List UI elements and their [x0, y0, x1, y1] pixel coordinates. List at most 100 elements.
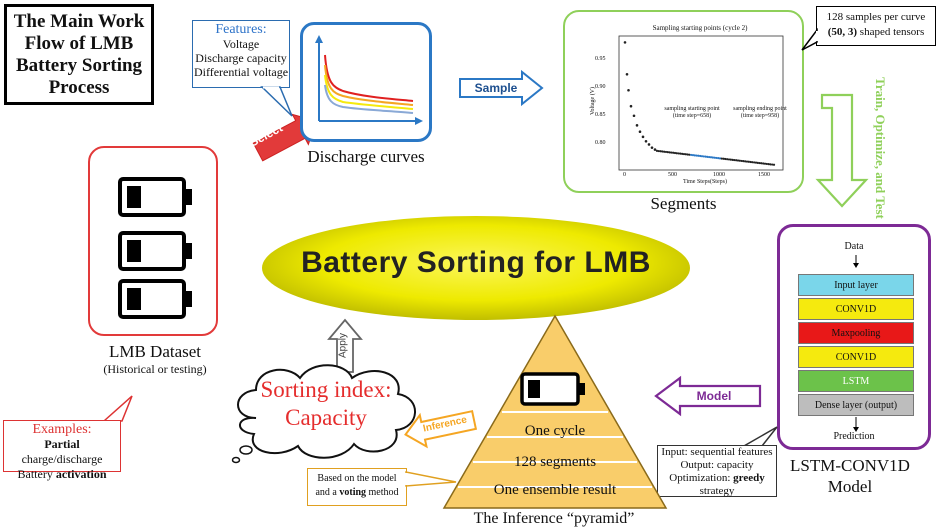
segment-point [708, 155, 711, 159]
samples-callout: 128 samples per curve (50, 3) shaped ten… [816, 6, 936, 46]
examples-callout: Examples: Partial charge/discharge Batte… [3, 420, 121, 481]
input-output-callout: Input: sequential features Output: capac… [657, 445, 777, 497]
segment-point [722, 157, 725, 160]
voting-and-a: and a [315, 487, 340, 498]
segment-point [691, 154, 695, 157]
feature-item: Discharge capacity [195, 51, 287, 65]
segments-xtick: 500 [668, 172, 677, 178]
lstm-data-label: Data [844, 241, 864, 252]
segments-ytick: 0.85 [595, 112, 606, 118]
segment-point [677, 152, 680, 155]
battery-icon [118, 279, 192, 319]
sorting-index-text: Sorting index: Capacity [236, 376, 416, 432]
lstm-layer-input: Input layer [798, 274, 914, 296]
annotation-end-text: sampling ending point [733, 106, 787, 112]
segments-plot-title: Sampling starting points (cycle 2) [652, 24, 748, 32]
center-title: Battery Sorting for LMB [301, 246, 651, 279]
segment-point [749, 160, 752, 164]
input-callout-line3: Optimization: greedy [658, 472, 776, 485]
segments-label: Segments [650, 194, 717, 213]
segment-point [706, 155, 709, 158]
features-callout: Features: Voltage Discharge capacity Dif… [192, 20, 290, 88]
lmb-dataset-sublabel: (Historical or testing) [103, 362, 207, 376]
examples-line2: Battery activation [4, 467, 120, 482]
segment-point [682, 152, 686, 156]
lstm-label-line2: Model [827, 477, 873, 496]
input-callout-line1: Input: sequential features [661, 446, 773, 458]
segments-annotation-end: sampling ending point (time step=958) [725, 106, 795, 120]
inference-pyramid [442, 314, 668, 509]
lstm-conv1d-label: LSTM-CONV1D Model [760, 455, 940, 497]
segment-point [681, 152, 684, 155]
features-callout-pointer [260, 86, 293, 117]
segment-point [758, 161, 761, 165]
samples-line2: (50, 3) shaped tensors [817, 25, 935, 40]
samples-shape-desc: shaped tensors [857, 26, 925, 38]
segments-ytick: 0.95 [595, 56, 606, 62]
segment-point [738, 159, 741, 162]
segment-point [717, 157, 720, 160]
segment-point [668, 151, 671, 154]
segment-point [641, 135, 645, 139]
feature-item: Voltage [222, 37, 260, 51]
segment-point [666, 151, 669, 154]
train-label: Train, Optimize, and Test [873, 77, 888, 219]
lmb-dataset-box [88, 146, 218, 336]
segment-point [697, 154, 700, 157]
lmb-dataset-label: LMB Dataset [108, 342, 202, 361]
input-callout-line2: Output: capacity [680, 459, 754, 471]
lstm-layer-dense: Dense layer (output) [798, 394, 914, 416]
segments-xtick: 1500 [758, 172, 770, 178]
pyramid-level-segments: 128 segments [513, 454, 597, 470]
segment-point [650, 146, 654, 149]
pyramid-label: The Inference “pyramid” [473, 510, 635, 527]
segment-point [718, 157, 722, 160]
segment-point [754, 161, 758, 164]
samples-line1: 128 samples per curve [826, 11, 926, 23]
diagram-title: The Main Work Flow of LMB Battery Sortin… [13, 10, 145, 98]
segment-point [688, 153, 691, 156]
segment-point [715, 156, 718, 160]
segments-data-points [623, 41, 776, 166]
segment-point [661, 150, 664, 153]
segment-point [644, 139, 648, 143]
model-arrow [654, 375, 762, 417]
segment-point [655, 149, 659, 152]
segment-point [762, 162, 765, 165]
examples-battery: Battery [17, 467, 56, 481]
segment-point [693, 154, 696, 157]
examples-activation: activation [55, 467, 107, 481]
segment-point [623, 41, 627, 44]
segment-point [744, 160, 747, 163]
segment-point [632, 114, 636, 118]
segments-xlabel: Time Steps(Steps) [683, 179, 727, 185]
lstm-conv1d-box: Data Input layer CONV1D Maxpooling CONV1… [777, 224, 931, 450]
segment-point [629, 104, 633, 108]
segment-point [659, 150, 662, 153]
sorting-index-line1: Sorting index: [260, 377, 392, 402]
segment-point [772, 163, 776, 166]
lstm-prediction-label: Prediction [833, 431, 875, 442]
voting-line1: Based on the model [317, 473, 397, 484]
battery-icon [118, 231, 192, 271]
discharge-curves-box [300, 22, 432, 142]
segment-point [670, 151, 673, 154]
segment-point [664, 150, 668, 154]
segment-point [771, 163, 774, 166]
segment-point [702, 155, 705, 158]
segment-point [699, 154, 702, 158]
lstm-data-arrow [853, 255, 859, 268]
discharge-curves-label: Discharge curves [307, 147, 425, 166]
segment-point [653, 148, 657, 151]
samples-callout-pointer [801, 28, 818, 51]
optimization-text: Optimization: [669, 472, 734, 484]
lstm-prediction-arrow [853, 417, 859, 432]
sorting-index-cloud [231, 364, 416, 464]
pyramid-level-one-cycle: One cycle [524, 423, 586, 439]
examples-charge: charge/discharge [21, 452, 103, 466]
lstm-layer-lstm: LSTM [798, 370, 914, 392]
examples-partial: Partial [44, 437, 80, 451]
segment-point [753, 161, 756, 164]
segment-point [726, 158, 729, 161]
segment-point [657, 149, 660, 153]
